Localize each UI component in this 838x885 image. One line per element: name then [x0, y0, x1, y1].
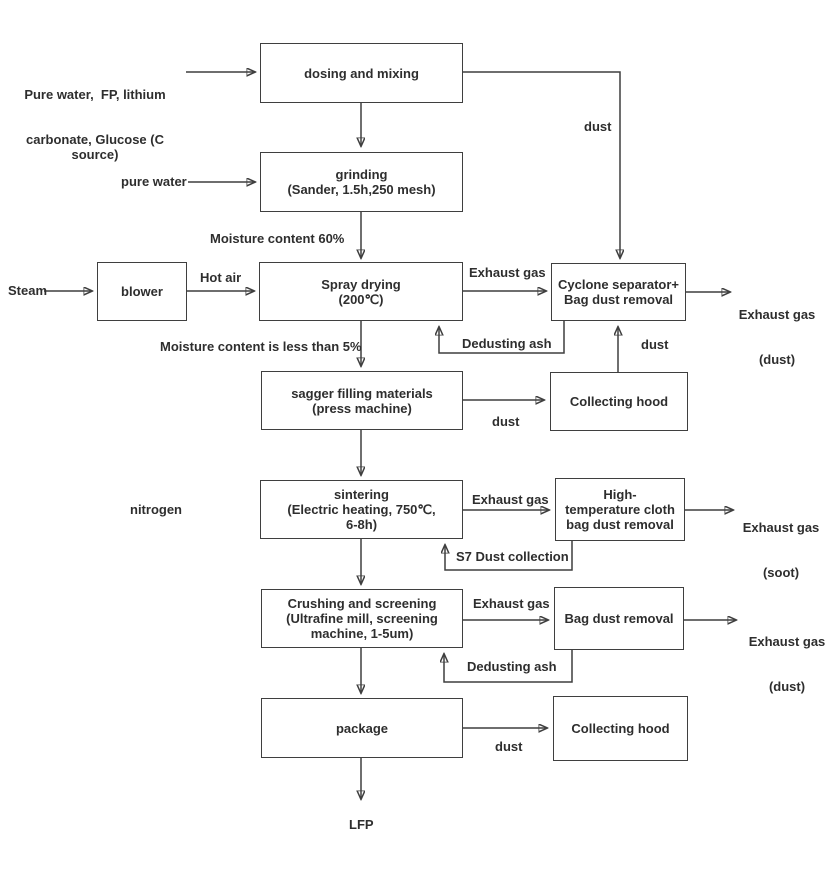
arrow-cyclone-dedusting-to-spray [439, 321, 565, 354]
node-label: Cyclone separator+ [557, 277, 680, 292]
node-label: bag dust removal [566, 517, 674, 532]
label-line: Pure water, FP, lithium [24, 87, 166, 102]
node-label: 6-8h) [345, 517, 378, 532]
label-lfp-output: LFP [349, 817, 374, 832]
node-spray-drying: Spray drying (200℃) [259, 262, 463, 321]
node-label: Crushing and screening [287, 596, 437, 611]
label-pure-water: pure water [121, 174, 187, 189]
label-line: carbonate, Glucose (C source) [26, 132, 168, 162]
label-line: (dust) [768, 679, 806, 694]
label-dust-hood1: dust [641, 337, 669, 352]
node-grinding: grinding (Sander, 1.5h,250 mesh) [260, 152, 463, 212]
label-hot-air: Hot air [200, 270, 242, 285]
label-input-materials: Pure water, FP, lithium carbonate, Gluco… [6, 57, 184, 192]
node-sintering: sintering (Electric heating, 750℃, 6-8h) [260, 480, 463, 539]
node-label: temperature cloth [565, 502, 675, 517]
label-exhaust-gas-crushing: Exhaust gas [473, 596, 550, 611]
node-label: (200℃) [338, 291, 384, 307]
node-label: blower [121, 284, 163, 299]
label-exhaust-gas-spray: Exhaust gas [469, 265, 546, 280]
node-package: package [261, 698, 463, 758]
label-exhaust-gas-soot: Exhaust gas (soot) [738, 490, 824, 610]
node-label: (Ultrafine mill, screening [286, 611, 438, 626]
node-label: machine, 1-5um) [310, 626, 414, 641]
label-dust-sagger: dust [492, 414, 520, 429]
label-line: (soot) [762, 565, 800, 580]
label-dedusting-ash-1: Dedusting ash [462, 336, 552, 351]
node-label: (Electric heating, 750℃, [287, 502, 436, 517]
node-collecting-hood-1: Collecting hood [550, 372, 688, 431]
node-high-temp-bag-dust-removal: High- temperature cloth bag dust removal [555, 478, 685, 541]
arrow-dosing-dust-to-cyclone [463, 71, 620, 258]
label-exhaust-gas-sintering: Exhaust gas [472, 492, 549, 507]
node-label: Collecting hood [571, 721, 670, 736]
label-moisture-5: Moisture content is less than 5% [160, 339, 362, 354]
label-moisture-60: Moisture content 60% [210, 231, 345, 246]
node-label: sagger filling materials [291, 385, 433, 401]
label-line: Exhaust gas [742, 520, 820, 535]
node-label: Bag dust removal [563, 292, 674, 307]
label-exhaust-gas-dust-1: Exhaust gas (dust) [732, 277, 822, 397]
node-label: Spray drying [321, 276, 401, 292]
node-blower: blower [97, 262, 187, 321]
node-label: (Sander, 1.5h,250 mesh) [287, 182, 436, 197]
node-label: dosing and mixing [304, 65, 419, 81]
node-dosing-and-mixing: dosing and mixing [260, 43, 463, 103]
node-cyclone-separator: Cyclone separator+ Bag dust removal [551, 263, 686, 321]
label-steam: Steam [8, 283, 48, 298]
node-label: Bag dust removal [564, 611, 674, 626]
label-nitrogen: nitrogen [130, 502, 182, 517]
node-label: High- [603, 487, 637, 502]
node-label: package [335, 720, 389, 736]
node-collecting-hood-2: Collecting hood [553, 696, 688, 761]
label-dust-package: dust [495, 739, 523, 754]
label-line: Exhaust gas [738, 307, 816, 322]
node-label: Collecting hood [569, 394, 669, 409]
label-s7-dust-collection: S7 Dust collection [456, 549, 569, 564]
label-exhaust-gas-dust-2: Exhaust gas (dust) [744, 604, 830, 724]
node-crushing-screening: Crushing and screening (Ultrafine mill, … [261, 589, 463, 648]
label-dedusting-ash-2: Dedusting ash [467, 659, 557, 674]
label-line: Exhaust gas [748, 634, 826, 649]
arrow-s7-dust-to-sintering [445, 541, 573, 571]
node-label: (press machine) [312, 400, 412, 416]
node-label: grinding [335, 167, 388, 182]
node-sagger-filling: sagger filling materials (press machine) [261, 371, 463, 430]
arrow-bagdust-dedusting-to-crushing [444, 650, 573, 683]
node-label: sintering [334, 487, 389, 502]
label-dust-from-dosing: dust [584, 119, 612, 134]
node-bag-dust-removal: Bag dust removal [554, 587, 684, 650]
label-line: (dust) [758, 352, 796, 367]
